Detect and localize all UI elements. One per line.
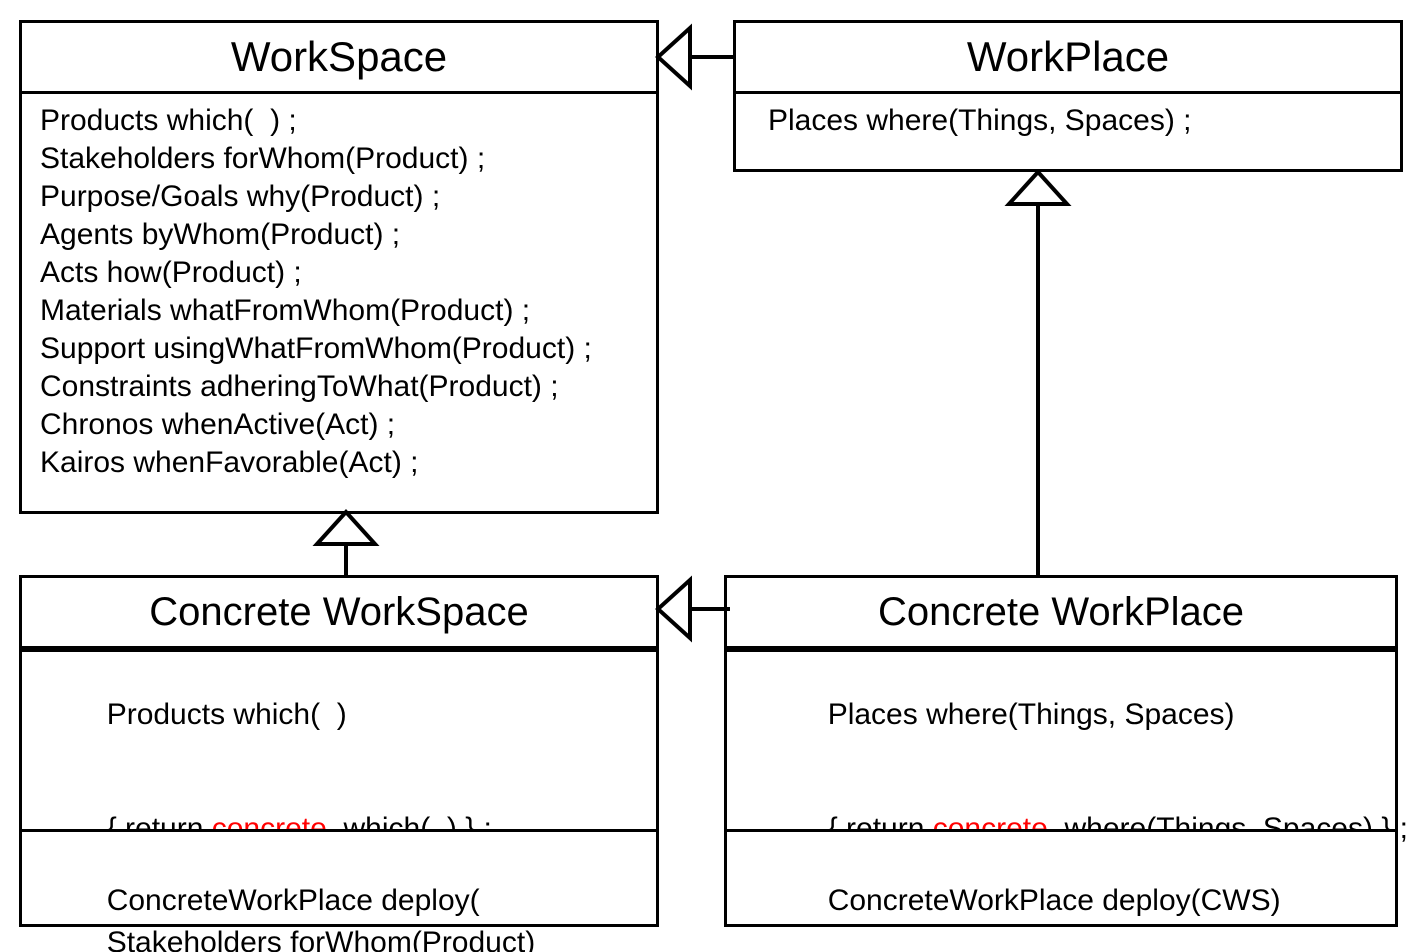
operation-row: Agents byWhom(Product) ; (40, 218, 401, 251)
class-box-workplace[interactable]: WorkPlace Places where(Things, Spaces) ; (733, 20, 1403, 172)
operation-text-pre: Stakeholders forWhom(Product) (106, 926, 536, 952)
operation-row: Kairos whenFavorable(Act) ; (40, 446, 419, 479)
operation-row: Purpose/Goals why(Product) ; (40, 180, 441, 213)
operations-compartment-concrete-workspace: Products which( ) { return concrete_whic… (22, 646, 656, 952)
operation-row: Support usingWhatFromWhom(Product) ; (40, 332, 592, 365)
class-box-workspace[interactable]: WorkSpace Products which( ) ; Stakeholde… (19, 20, 659, 514)
operation-row: Constraints adheringToWhat(Product) ; (40, 370, 559, 403)
class-title-workspace: WorkSpace (22, 23, 656, 91)
operation-text-pre: Products which( ) (106, 698, 347, 731)
class-title-concrete-workplace: Concrete WorkPlace (727, 578, 1395, 646)
operation-row: Materials whatFromWhom(Product) ; (40, 294, 531, 327)
class-name-concrete-workplace: Concrete WorkPlace (877, 590, 1245, 634)
generalization-workplace-to-workspace (655, 23, 736, 91)
operation-row: Places where(Things, Spaces) (761, 658, 1395, 772)
operation-text-pre: ConcreteWorkPlace deploy(CWS) (827, 884, 1281, 917)
operation-text-pre: ConcreteWorkPlace deploy( (106, 884, 480, 917)
class-name-workspace: WorkSpace (230, 32, 448, 80)
class-name-workplace: WorkPlace (966, 32, 1170, 80)
operations-compartment-workplace: Places where(Things, Spaces) ; (736, 91, 1400, 169)
operation-row: Acts how(Product) ; (40, 256, 302, 289)
generalization-concrete-workspace-to-workspace (312, 509, 380, 578)
operation-row: Chronos whenActive(Act) ; (40, 408, 396, 441)
operation-row: Stakeholders forWhom(Product) (40, 886, 656, 952)
class-box-concrete-workplace[interactable]: Concrete WorkPlace Places where(Things, … (724, 575, 1408, 927)
operations-compartment-workspace: Products which( ) ; Stakeholders forWhom… (22, 91, 656, 511)
operation-row: Products which( ) (40, 658, 656, 772)
deploy-compartment-concrete-workspace: ConcreteWorkPlace deploy( ConcreteWorkSp… (22, 829, 656, 924)
operations-compartment-concrete-workplace: Places where(Things, Spaces) { return co… (727, 646, 1408, 845)
class-box-concrete-workspace[interactable]: Concrete WorkSpace Products which( ) { r… (19, 575, 659, 952)
operation-row: Stakeholders forWhom(Product) ; (40, 142, 486, 175)
generalization-concrete-workplace-to-workplace (1004, 169, 1072, 578)
operation-row: Products which( ) ; (40, 104, 297, 137)
operation-row: Places where(Things, Spaces) ; (768, 104, 1192, 137)
class-title-workplace: WorkPlace (736, 23, 1400, 91)
class-name-concrete-workspace: Concrete WorkSpace (149, 590, 529, 634)
operation-row: ConcreteWorkPlace deploy( (40, 844, 656, 952)
generalization-concrete-workplace-to-concrete-workspace (655, 575, 730, 643)
deploy-compartment-concrete-workplace: ConcreteWorkPlace deploy(CWS) { return c… (727, 829, 1395, 924)
operation-row: ConcreteWorkPlace deploy(CWS) (761, 844, 1395, 952)
operation-text-pre: Places where(Things, Spaces) (827, 698, 1235, 731)
class-title-concrete-workspace: Concrete WorkSpace (22, 578, 656, 646)
